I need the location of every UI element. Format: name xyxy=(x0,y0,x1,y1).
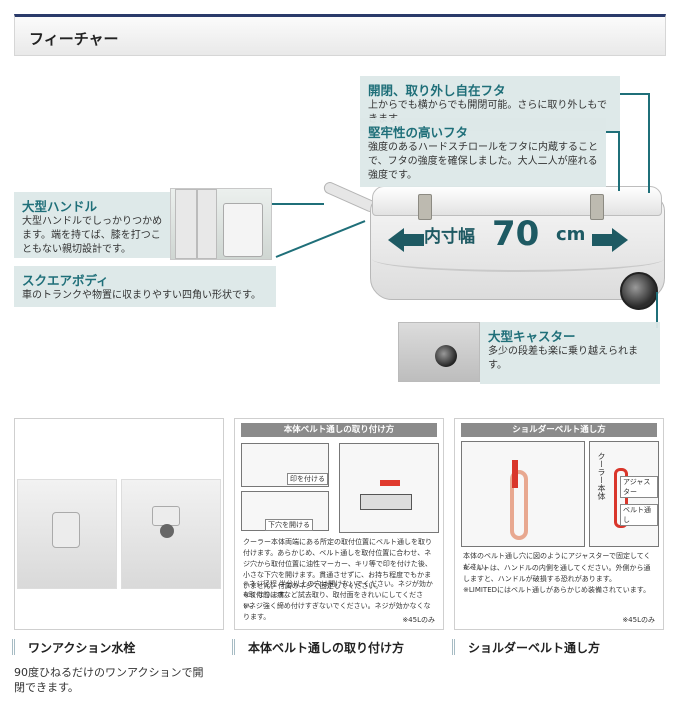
callout-text: 強度のあるハードスチロールをフタに内蔵することで、フタの強度を確保しました。大人… xyxy=(368,142,598,181)
caption-valve: ワンアクション水栓 xyxy=(12,639,135,656)
body-contour xyxy=(372,246,664,272)
callout-title: 大型ハンドル xyxy=(22,199,98,214)
panel-valve xyxy=(14,418,224,630)
lid-latch xyxy=(418,194,432,220)
measure-value: 70 xyxy=(492,214,540,254)
leader-line xyxy=(272,203,324,205)
callout-square: スクエアボディ 車のトランクや物置に収まりやすい四角い形状です。 xyxy=(14,266,276,307)
footnote: ※45Lのみ xyxy=(402,616,435,624)
label-body: クーラー本体 xyxy=(597,452,606,500)
label-hole: 下穴を開ける xyxy=(265,519,313,531)
mini-wheel xyxy=(435,345,457,367)
cooler-wheel xyxy=(620,272,658,310)
panel-banner: 本体ベルト通しの取り付け方 xyxy=(241,423,437,437)
panel-banner: ショルダーベルト通し方 xyxy=(461,423,657,437)
warning-1: ※ネジ径程 半分以上の穴は開けないでください。ネジが効かなくなります。 xyxy=(243,580,433,599)
caption-text: ワンアクション水栓 xyxy=(28,641,136,655)
callout-caster: 大型キャスター 多少の段差も楽に乗り越えられます。 xyxy=(480,322,660,384)
handle-photo xyxy=(170,188,272,260)
caption-bar xyxy=(452,639,455,655)
valve-knob xyxy=(52,512,80,548)
leader-line xyxy=(275,220,366,258)
footnote: ※45Lのみ xyxy=(622,616,655,624)
mini-cooler xyxy=(223,203,263,257)
caster-photo xyxy=(398,322,480,382)
shoulder-diagram xyxy=(461,441,585,547)
measure-unit: cm xyxy=(556,224,586,245)
shoulder-diagram-small: クーラー本体 アジャスター ベルト通し xyxy=(589,441,659,547)
valve-outlet xyxy=(160,524,174,538)
belt-diagram-large xyxy=(339,443,439,533)
callout-title: 開閉、取り外し自在フタ xyxy=(368,83,506,98)
label-belt: ベルト通し xyxy=(620,504,658,526)
caption-belt: 本体ベルト通しの取り付け方 xyxy=(232,639,404,656)
leader-line xyxy=(656,292,658,328)
leader-line xyxy=(648,93,650,193)
lid-latch xyxy=(590,194,604,220)
person-leg xyxy=(197,189,217,259)
valve-knob xyxy=(152,506,180,526)
callout-text: 車のトランクや物置に収まりやすい四角い形状です。 xyxy=(22,290,261,301)
leader-line xyxy=(620,93,650,95)
panel-belt: 本体ベルト通しの取り付け方 印を付ける 下穴を開ける クーラー本体両端にある所定… xyxy=(234,418,444,630)
section-title: フィーチャー xyxy=(29,30,119,48)
warning-3: ※ネジ強く締め付けすぎないでください。ネジが効かなくなります。 xyxy=(243,602,431,621)
callout-text: 多少の段差も楽に乗り越えられます。 xyxy=(488,346,638,371)
belt-loop xyxy=(360,494,412,510)
panel-note: クーラー本体両端にある所定の取付位置にベルト通しを取り付けます。あらかじめ、ベル… xyxy=(243,538,432,590)
valve-description: 90度ひねるだけのワンアクションで開閉できます。 xyxy=(14,666,204,694)
arrow-left-icon xyxy=(388,228,404,252)
warning-2: ※LIMITEDにはベルト通しがあらかじめ装備されています。 xyxy=(463,586,651,594)
caption-text: 本体ベルト通しの取り付け方 xyxy=(248,641,405,655)
warning-1: ※ベルトは、ハンドルの内側を通してください。外側から通しますと、ハンドルが破損す… xyxy=(463,564,651,583)
person-leg xyxy=(175,189,197,259)
caption-bar xyxy=(232,639,235,655)
callout-title: 大型キャスター xyxy=(488,329,576,344)
caption-bar xyxy=(12,639,15,655)
arrow-icon xyxy=(380,480,400,486)
arrow-shaft xyxy=(402,234,424,246)
arrow-right-icon xyxy=(612,228,628,252)
arrow-shaft xyxy=(592,234,614,246)
width-measurement: 内寸幅 70 cm xyxy=(388,214,628,258)
section-header: フィーチャー xyxy=(14,14,666,56)
callout-text: 大型ハンドルでしっかりつかめます。端を持てば、膝を打つこともない親切設計です。 xyxy=(22,216,163,255)
valve-photo-open xyxy=(121,479,221,589)
warning-2: ※取付前に病など試去取り、取付面をきれいにしてください。 xyxy=(243,591,424,610)
panel-note: 本体のベルト通し穴に図のようにアジャスターで固定してください。 xyxy=(463,552,651,571)
belt-strap xyxy=(510,470,528,540)
caption-shoulder: ショルダーベルト通し方 xyxy=(452,639,600,656)
leader-line xyxy=(618,131,620,191)
caption-text: ショルダーベルト通し方 xyxy=(468,641,601,655)
panel-shoulder: ショルダーベルト通し方 クーラー本体 アジャスター ベルト通し 本体のベルト通し… xyxy=(454,418,664,630)
callout-handle: 大型ハンドル 大型ハンドルでしっかりつかめます。端を持てば、膝を打つこともない親… xyxy=(14,192,174,258)
callout-title: スクエアボディ xyxy=(22,273,109,288)
valve-photo-closed xyxy=(17,479,117,589)
label-adjuster: アジャスター xyxy=(620,476,658,498)
measure-label: 内寸幅 xyxy=(424,227,475,247)
callout-strength: 堅牢性の高いフタ 強度のあるハードスチロールをフタに内蔵することで、フタの強度を… xyxy=(360,118,606,187)
label-attach: 印を付ける xyxy=(287,473,328,485)
arrow-icon xyxy=(512,460,518,488)
belt-path xyxy=(614,468,628,528)
leader-line xyxy=(606,131,620,133)
callout-title: 堅牢性の高いフタ xyxy=(368,125,469,140)
